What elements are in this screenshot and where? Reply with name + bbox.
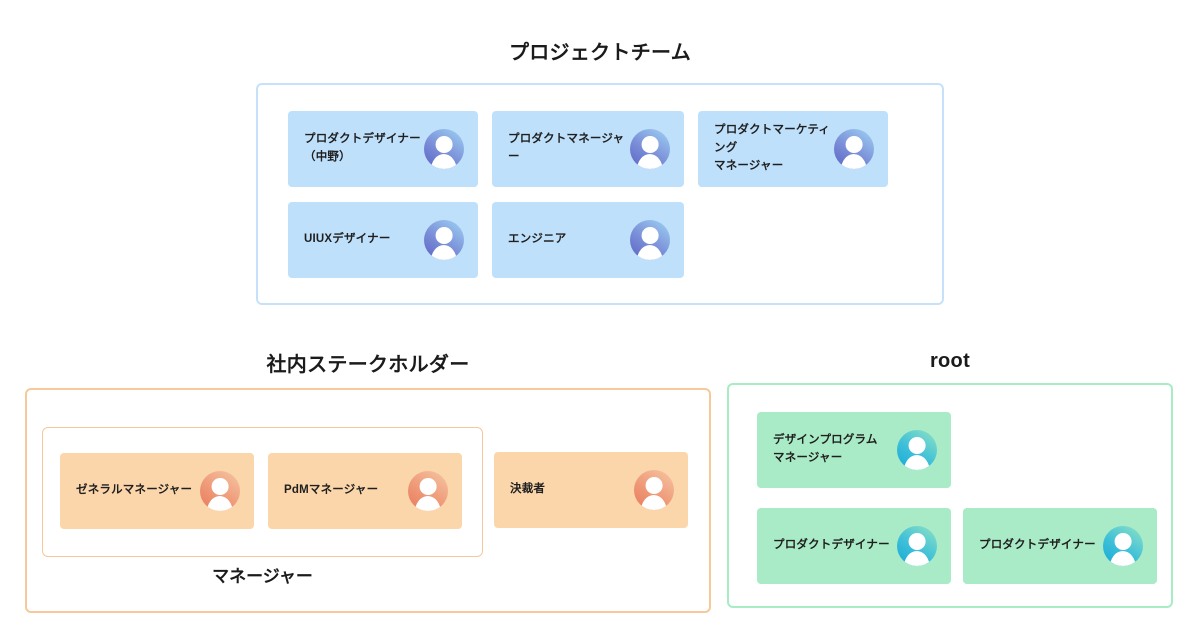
member-card-design-program-manager[interactable]: デザインプログラム マネージャー	[757, 412, 951, 488]
member-card-pdm-manager[interactable]: PdMマネージャー	[268, 453, 462, 529]
person-avatar-icon	[200, 471, 240, 511]
member-card-label: プロダクトマーケティング マネージャー	[714, 124, 831, 172]
person-avatar-icon	[630, 129, 670, 169]
member-card-decision-maker[interactable]: 決裁者	[494, 452, 688, 528]
group-container-internal-stakeholder[interactable]: ゼネラルマネージャー PdMマネージャー マネージャー 決裁者	[25, 388, 711, 613]
person-avatar-icon	[424, 220, 464, 260]
member-card-label: エンジニア	[508, 233, 567, 246]
member-card-engineer[interactable]: エンジニア	[492, 202, 684, 278]
person-avatar-icon	[408, 471, 448, 511]
member-card-product-marketing-manager[interactable]: プロダクトマーケティング マネージャー	[698, 111, 888, 187]
group-container-root[interactable]: デザインプログラム マネージャー プロダクトデザイナー プロダクトデザイナー	[727, 383, 1173, 608]
member-card-label: プロダクトデザイナー （中野）	[304, 133, 421, 163]
member-card-label: 決裁者	[510, 483, 546, 496]
person-avatar-icon	[424, 129, 464, 169]
member-card-label: UIUXデザイナー	[304, 233, 391, 246]
subgroup-caption-manager: マネージャー	[212, 567, 313, 586]
member-card-product-designer-nakano[interactable]: プロダクトデザイナー （中野）	[288, 111, 478, 187]
person-avatar-icon	[897, 430, 937, 470]
group-container-project-team[interactable]: プロダクトデザイナー （中野） プロダクトマネージャー プロダクトマーケティング…	[256, 83, 944, 305]
person-avatar-icon	[897, 526, 937, 566]
member-card-label: PdMマネージャー	[284, 484, 379, 497]
person-avatar-icon	[1103, 526, 1143, 566]
group-title-project-team: プロジェクトチーム	[508, 42, 692, 64]
member-card-label: プロダクトデザイナー	[979, 539, 1096, 552]
member-card-label: プロダクトマネージャー	[508, 133, 625, 163]
member-card-product-manager[interactable]: プロダクトマネージャー	[492, 111, 684, 187]
member-card-product-designer-2[interactable]: プロダクトデザイナー	[963, 508, 1157, 584]
member-card-product-designer-1[interactable]: プロダクトデザイナー	[757, 508, 951, 584]
member-card-label: デザインプログラム マネージャー	[773, 434, 878, 464]
member-card-general-manager[interactable]: ゼネラルマネージャー	[60, 453, 254, 529]
subgroup-container-manager[interactable]: ゼネラルマネージャー PdMマネージャー	[42, 427, 483, 557]
group-title-root: root	[929, 350, 971, 372]
person-avatar-icon	[834, 129, 874, 169]
person-avatar-icon	[634, 470, 674, 510]
group-title-internal-stakeholder: 社内ステークホルダー	[266, 354, 470, 376]
member-card-label: ゼネラルマネージャー	[76, 484, 193, 497]
member-card-uiux-designer[interactable]: UIUXデザイナー	[288, 202, 478, 278]
person-avatar-icon	[630, 220, 670, 260]
member-card-label: プロダクトデザイナー	[773, 539, 890, 552]
